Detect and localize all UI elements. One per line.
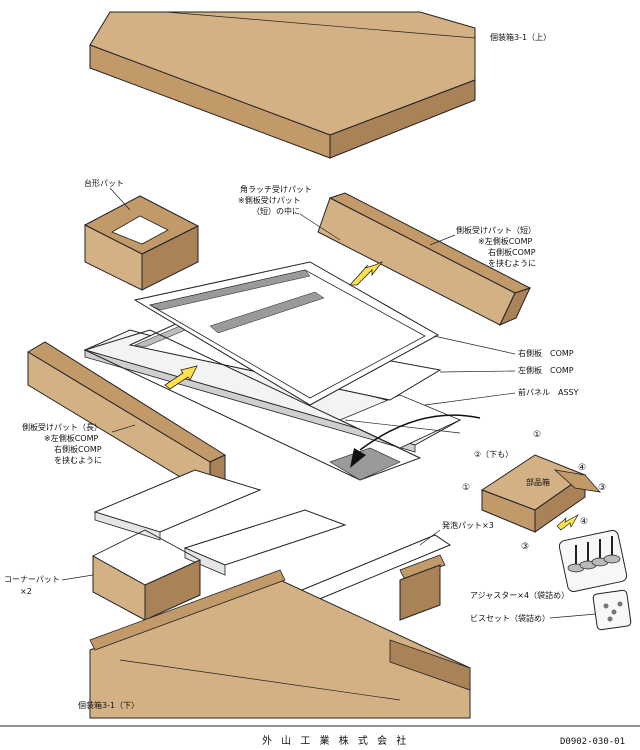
bottom-box-label: 個装箱3-1（下）: [78, 700, 139, 710]
insert-arrow-left: [164, 365, 198, 390]
side-pad-short-label-1: 側板受けパット（短）: [456, 225, 536, 235]
corner-latch-label-2: ※側板受けパット: [238, 195, 301, 205]
adjuster-bag: [558, 529, 628, 593]
adjuster-label: アジャスター×4（袋詰め）: [470, 590, 569, 600]
top-box-lid: [89, 11, 476, 159]
top-lid-left-face: [89, 44, 331, 159]
top-box-label: 個装箱3-1（上）: [490, 32, 551, 42]
company-name: 外 山 工 業 株 式 会 社: [262, 734, 409, 747]
side-pad-short-label-4: を挟むように: [488, 258, 536, 268]
corner-pad-label-1: コーナーパット: [4, 575, 60, 584]
step-four-top: ④: [578, 463, 586, 473]
foam-pad-1: [93, 469, 262, 541]
side-pad-long-label-4: を挟むように: [54, 455, 102, 465]
side-pad-short: [317, 192, 532, 326]
base-pad-label: 台形パット: [84, 178, 124, 188]
corner-latch-label-1: 角ラッチ受けパット: [240, 184, 312, 194]
side-pad-long-label-1: 側板受けパット（長）: [22, 422, 102, 432]
drawing-number: D0902-030-01: [560, 737, 625, 747]
insert-arrow-upper: [349, 261, 384, 286]
step-three-bottom: ③: [521, 542, 529, 552]
step-four-bottom: ④: [580, 517, 588, 527]
step-one-top: ①: [533, 430, 541, 440]
bottom-box: [89, 569, 471, 719]
corner-pad-right: [399, 554, 446, 621]
side-pad-long-label-2: ※左側板COMP: [44, 433, 98, 443]
parts-box-arrow: [556, 514, 579, 531]
parts-box-label: 部品箱: [526, 477, 550, 487]
side-pad-long-label-3: 右側板COMP: [54, 444, 102, 454]
down-fold-label: ②（下も）: [474, 450, 513, 459]
parts-box: [480, 454, 602, 533]
side-pad-short-label-3: 右側板COMP: [488, 247, 536, 257]
step-three-right: ③: [598, 483, 606, 493]
front-panel-label: 前パネル ASSY: [518, 387, 579, 397]
right-panel-comp: [133, 261, 440, 406]
corner-latch-label-3: （短）の中に: [252, 206, 300, 216]
right-panel-label: 右側板 COMP: [518, 348, 574, 358]
screw-set-label: ビスセット（袋詰め）: [470, 613, 550, 623]
side-pad-short-label-2: ※左側板COMP: [478, 236, 532, 246]
corner-pad-left: [92, 529, 201, 621]
screw-set-bag: [592, 589, 632, 631]
base-pad: [83, 195, 200, 291]
foam-pad-label: 発泡パット×3: [442, 520, 494, 530]
foam-pad-2: [183, 509, 347, 576]
step-one-left: ①: [462, 483, 470, 493]
front-panel-assy: [83, 329, 462, 453]
fold-arrow: [359, 414, 481, 451]
corner-pad-label-2: ×2: [20, 587, 32, 596]
left-panel-label: 左側板 COMP: [518, 365, 574, 375]
